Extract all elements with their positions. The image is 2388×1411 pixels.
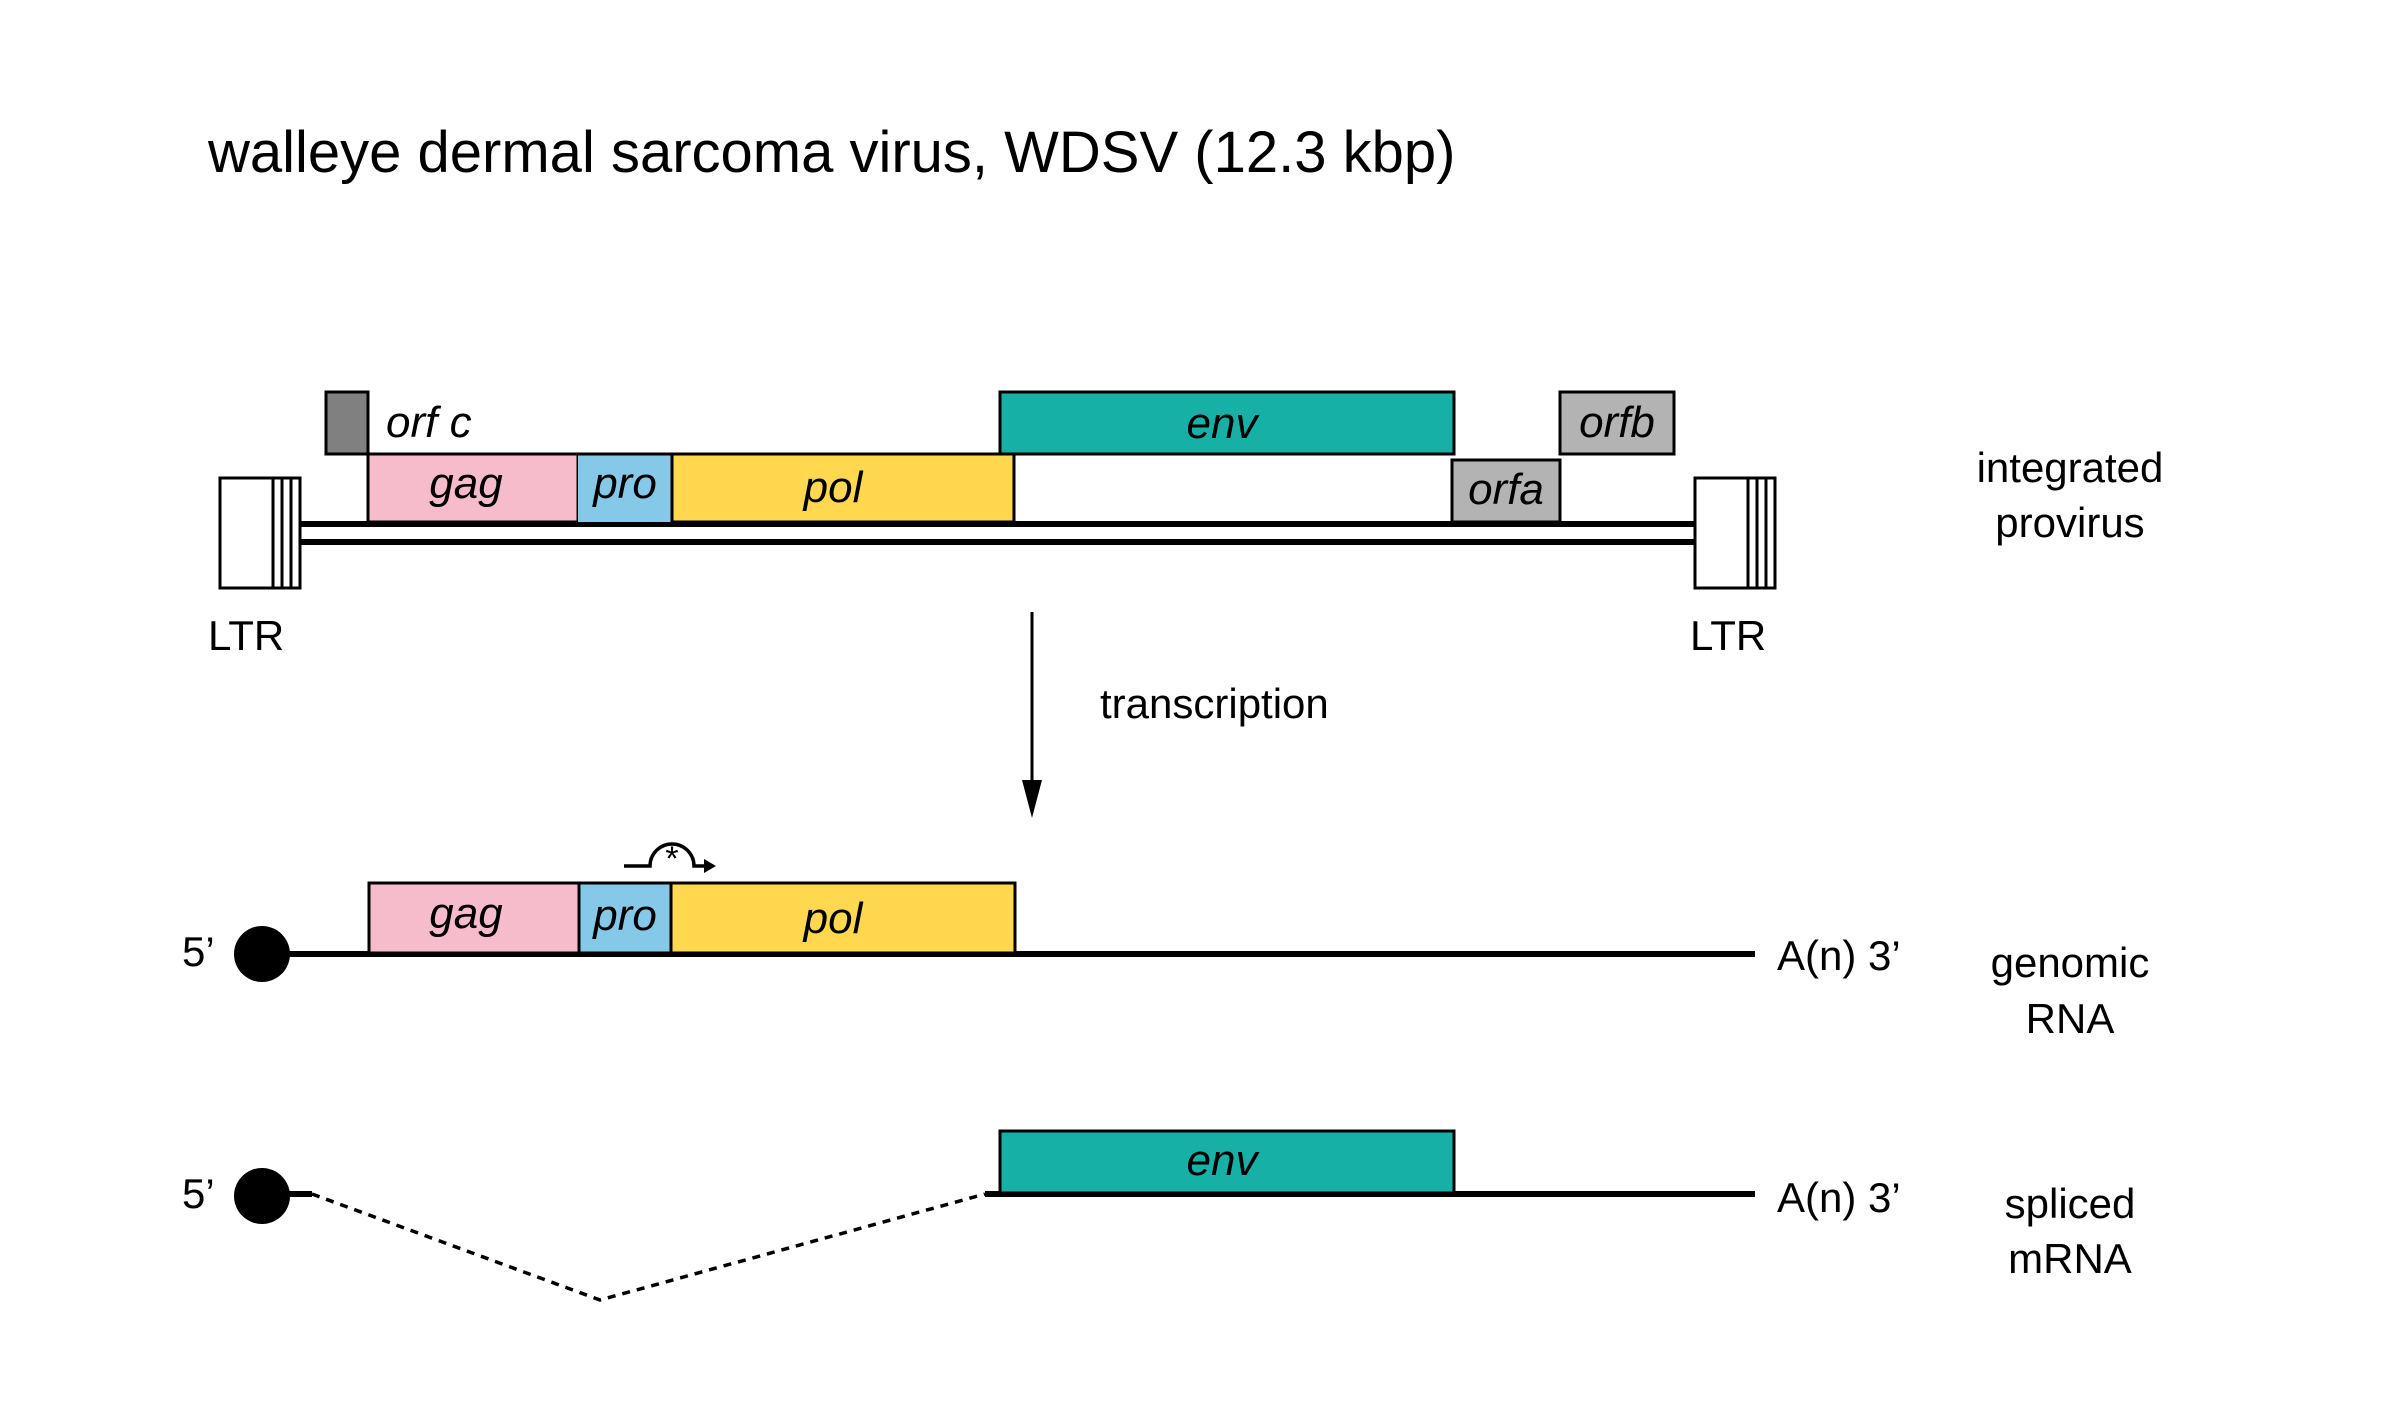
orf-c-box <box>324 390 370 456</box>
ltr-right-label: LTR <box>1690 612 1766 659</box>
provirus-env-label: env <box>1187 399 1261 448</box>
provirus-pro-label: pro <box>591 459 657 508</box>
orfa-box <box>1450 458 1562 524</box>
ltr-left <box>218 476 302 590</box>
genomic-rna-3prime: A(n) 3’ <box>1777 932 1901 979</box>
genomic-rna-5prime: 5’ <box>182 928 215 975</box>
genomic-gag-label: gag <box>429 889 503 938</box>
frameshift-icon: * <box>624 840 716 878</box>
diagram-title: walleye dermal sarcoma virus, WDSV (12.3… <box>207 120 1455 185</box>
provirus-label-line2: provirus <box>1995 499 2144 546</box>
genomic-pol-label: pol <box>802 894 864 943</box>
spliced-mrna-track: 5’ A(n) 3’ env <box>182 1129 1901 1302</box>
provirus-track: LTR LTR orf c gag pro pol env orfa orfb <box>208 390 1777 659</box>
ltr-right <box>1693 476 1777 590</box>
spliced-mrna-5prime: 5’ <box>182 1170 215 1217</box>
genomic-rna-label-line1: genomic <box>1991 939 2150 986</box>
genomic-pro-label: pro <box>591 891 657 940</box>
transcription-arrow <box>1022 612 1042 818</box>
spliced-mrna-label-line1: spliced <box>2005 1180 2136 1227</box>
provirus-label-line1: integrated <box>1977 444 2164 491</box>
spliced-mrna-label-line2: mRNA <box>2008 1235 2132 1282</box>
splice-intron-line <box>311 1192 986 1302</box>
genomic-rna-label-line2: RNA <box>2026 995 2115 1042</box>
orfb-label: orfb <box>1579 398 1655 447</box>
genomic-gag-box <box>367 881 581 955</box>
provirus-env-box <box>998 390 1456 456</box>
provirus-gag-label: gag <box>429 459 503 508</box>
spliced-env-label: env <box>1187 1136 1261 1185</box>
spliced-env-box <box>998 1129 1456 1195</box>
genomic-pro-box <box>577 881 673 955</box>
transcription-label: transcription <box>1100 680 1329 727</box>
provirus-pol-label: pol <box>802 463 864 512</box>
orfa-label: orfa <box>1468 465 1544 514</box>
provirus-pro-box <box>578 454 672 522</box>
genomic-pol-box <box>669 881 1017 955</box>
orfb-box <box>1558 390 1676 456</box>
genomic-rna-track: 5’ A(n) 3’ gag pro pol * <box>182 840 1901 982</box>
frameshift-symbol: * <box>665 840 678 878</box>
spliced-mrna-3prime: A(n) 3’ <box>1777 1174 1901 1221</box>
orf-c-label: orf c <box>386 398 472 447</box>
ltr-left-label: LTR <box>208 612 284 659</box>
provirus-pol-box <box>670 452 1016 524</box>
